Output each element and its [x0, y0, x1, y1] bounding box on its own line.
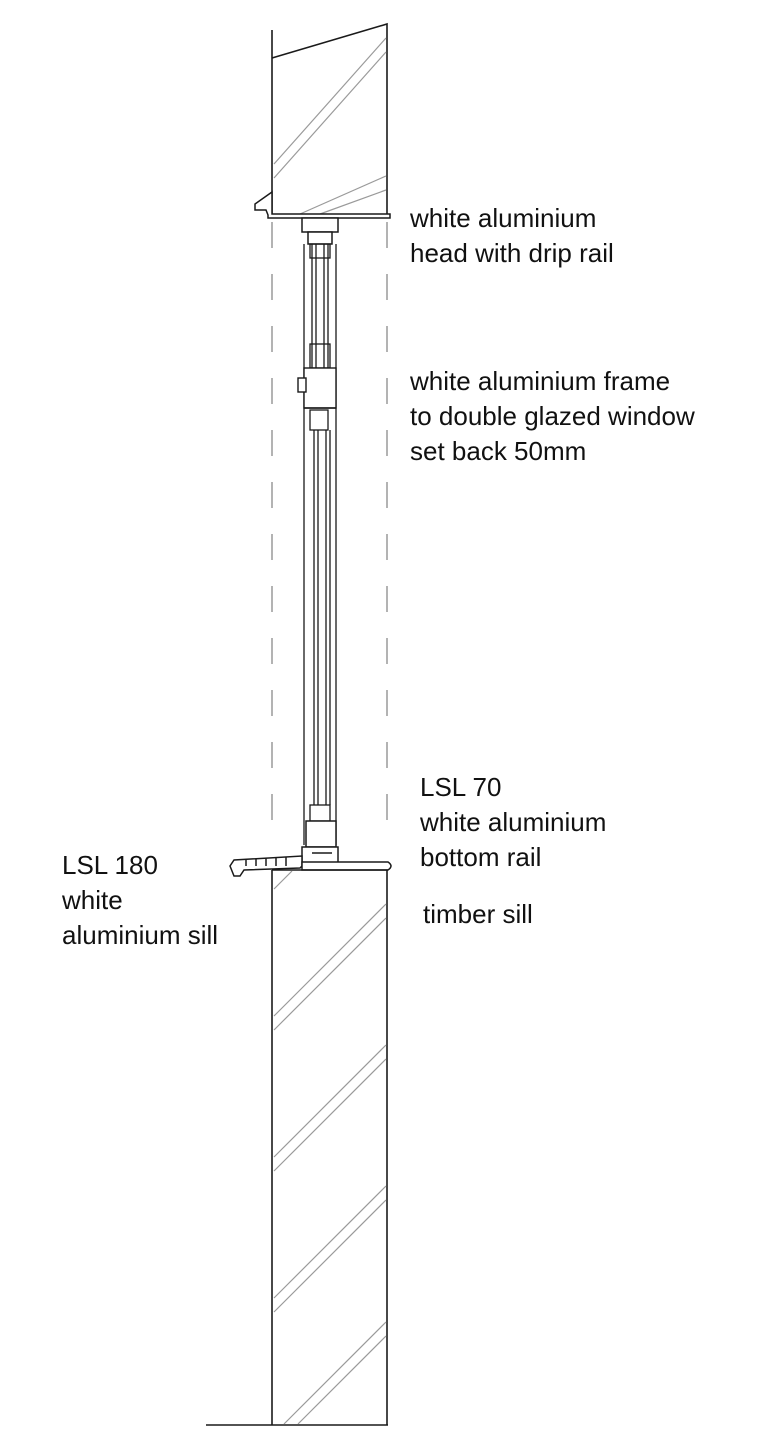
label-line: white aluminium	[420, 807, 607, 837]
label-line: white	[62, 885, 123, 915]
label-line: LSL 70	[420, 772, 502, 802]
lower-wall	[206, 870, 388, 1426]
upper-sash	[303, 243, 337, 845]
label-aluminium-sill: LSL 180 white aluminium sill	[62, 848, 218, 953]
lower-sash	[309, 409, 331, 822]
label-window-frame: white aluminium frame to double glazed w…	[410, 364, 695, 469]
timber-sill	[272, 861, 392, 871]
bottom-rail	[301, 820, 339, 868]
label-line: white aluminium frame	[410, 366, 671, 396]
label-line: white aluminium	[410, 203, 597, 233]
lower-wall-hatch	[273, 870, 387, 1425]
label-line: to double glazed window	[410, 401, 695, 431]
label-line: head with drip rail	[410, 238, 614, 268]
label-head-drip-rail: white aluminium head with drip rail	[410, 201, 614, 271]
label-line: LSL 180	[62, 850, 158, 880]
upper-wall-hatch	[273, 37, 387, 215]
label-line: timber sill	[423, 899, 533, 929]
aluminium-sill	[229, 855, 303, 877]
upper-wall	[271, 22, 388, 215]
meeting-rail	[297, 367, 337, 409]
label-bottom-rail: LSL 70 white aluminium bottom rail	[420, 770, 606, 875]
label-line: bottom rail	[420, 842, 542, 872]
label-line: set back 50mm	[410, 436, 587, 466]
label-timber-sill: timber sill	[423, 897, 533, 932]
label-line: aluminium sill	[62, 920, 219, 950]
head-drip-rail	[254, 190, 391, 245]
